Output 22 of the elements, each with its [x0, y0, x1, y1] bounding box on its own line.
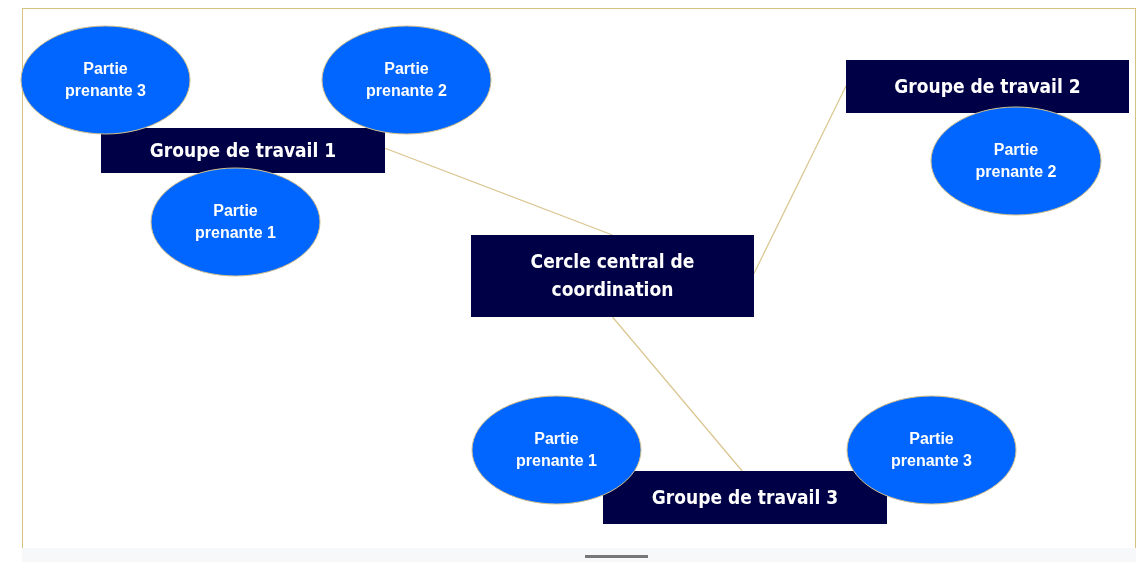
node-label: Partie prenante 3 [64, 58, 147, 101]
stakeholder-ellipse [20, 25, 191, 135]
stakeholder-ellipse [321, 25, 492, 135]
group-box [101, 128, 385, 173]
stakeholder-ellipse [846, 395, 1017, 505]
group-box [471, 235, 754, 317]
stakeholder-ellipse [930, 106, 1102, 216]
stakeholder-ellipse [150, 167, 321, 277]
node-label: Groupe de travail 1 [149, 137, 337, 163]
group-box [603, 471, 887, 524]
connector-line [611, 316, 743, 472]
node-label: Cercle central de coordination [529, 249, 696, 302]
node-label: Groupe de travail 2 [894, 73, 1081, 99]
stakeholder-ellipse [471, 395, 642, 505]
node-label: Partie prenante 1 [515, 428, 598, 471]
node-label: Partie prenante 2 [365, 58, 448, 101]
node-label: Groupe de travail 3 [651, 484, 839, 510]
node-label: Partie prenante 1 [194, 200, 277, 243]
connector-line [384, 147, 614, 236]
node-label: Partie prenante 3 [890, 428, 973, 471]
group-box [846, 60, 1129, 113]
node-label: Partie prenante 2 [974, 139, 1058, 182]
